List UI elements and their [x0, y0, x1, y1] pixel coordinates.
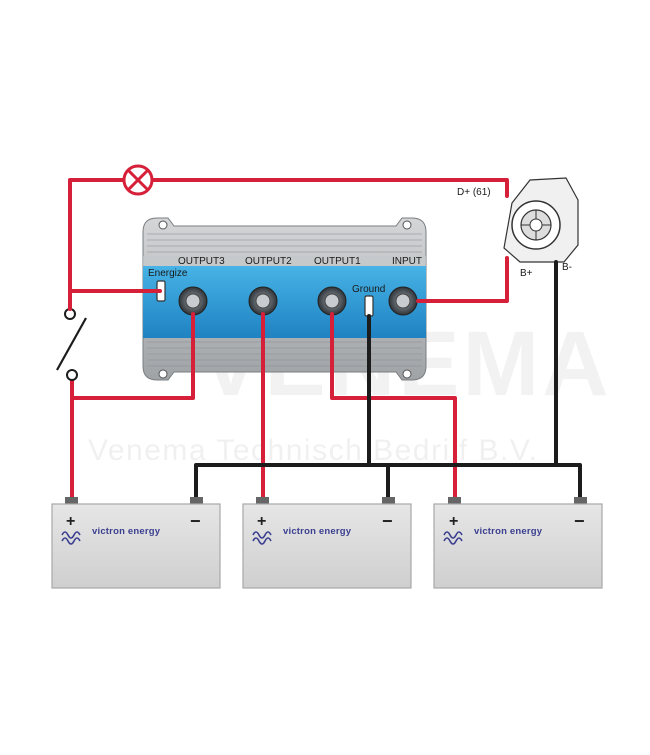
- battery-1-positive-post: [65, 497, 78, 505]
- wire-d-plus-lamp: [68, 178, 509, 297]
- stud-input: [388, 286, 418, 316]
- victron-logo-icon: [61, 531, 81, 545]
- battery-1-brand: victron energy: [92, 526, 161, 537]
- stud-output3: [178, 286, 208, 316]
- ignition-switch-icon: [56, 294, 87, 381]
- wire-output3: [70, 312, 195, 502]
- mounting-hole: [402, 369, 412, 379]
- alternator: D+ (61) B+ B-: [457, 177, 579, 279]
- alternator-fan-icon: [521, 210, 551, 240]
- battery-1-minus: −: [190, 511, 201, 531]
- wire-output1: [330, 312, 457, 502]
- battery-2-plus: +: [257, 513, 266, 530]
- label-output2: OUTPUT2: [245, 256, 292, 267]
- battery-3-plus: +: [449, 513, 458, 530]
- mounting-hole: [158, 369, 168, 379]
- battery-3-negative-post: [574, 497, 587, 505]
- positive-wiring: [68, 178, 509, 502]
- battery-2-positive-post: [256, 497, 269, 505]
- victron-logo-icon: [252, 531, 272, 545]
- victron-logo-icon: [443, 531, 463, 545]
- wire-input: [416, 256, 509, 303]
- battery-2-brand: victron energy: [283, 526, 352, 537]
- battery-3: + − victron energy: [433, 497, 603, 589]
- battery-2-negative-post: [382, 497, 395, 505]
- battery-isolator: OUTPUT3 OUTPUT2 OUTPUT1 INPUT Energize G…: [142, 217, 427, 381]
- label-input: INPUT: [392, 256, 422, 267]
- battery-1-negative-post: [190, 497, 203, 505]
- label-energize: Energize: [148, 268, 188, 279]
- label-output3: OUTPUT3: [178, 256, 225, 267]
- mounting-hole: [158, 220, 168, 230]
- label-b-plus: B+: [520, 268, 533, 279]
- label-ground: Ground: [352, 284, 385, 295]
- battery-3-brand: victron energy: [474, 526, 543, 537]
- watermark-company: Venema Technisch Bedrijf B.V.: [88, 434, 538, 467]
- ground-terminal: [364, 295, 374, 317]
- label-d-plus: D+ (61): [457, 187, 491, 198]
- battery-1-plus: +: [66, 513, 75, 530]
- battery-2-minus: −: [382, 511, 393, 531]
- mounting-hole: [402, 220, 412, 230]
- battery-2: + − victron energy: [242, 497, 412, 589]
- label-output1: OUTPUT1: [314, 256, 361, 267]
- battery-3-minus: −: [574, 511, 585, 531]
- negative-wiring: [194, 260, 582, 502]
- label-b-minus: B-: [562, 262, 572, 273]
- warning-lamp-icon: [122, 164, 154, 196]
- battery-1: + − victron energy: [51, 497, 221, 589]
- stud-output1: [317, 286, 347, 316]
- battery-3-positive-post: [448, 497, 461, 505]
- stud-output2: [248, 286, 278, 316]
